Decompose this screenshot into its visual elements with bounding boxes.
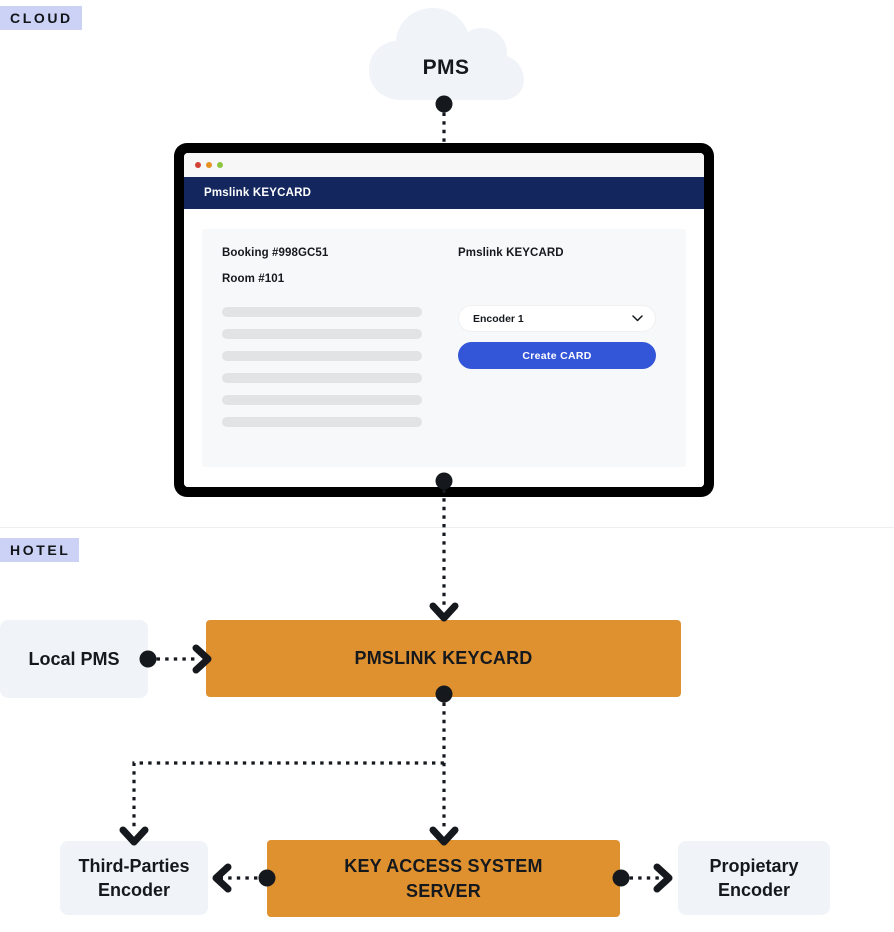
zone-badge-cloud: CLOUD [0, 6, 82, 30]
node-proprietary-encoder-line2: Encoder [717, 880, 790, 900]
skeleton-row [222, 373, 422, 383]
traffic-light-close-icon[interactable] [195, 162, 201, 168]
room-number: Room #101 [222, 273, 285, 285]
create-card-button-label: Create CARD [522, 349, 592, 362]
node-third-parties-encoder[interactable]: Third-Parties Encoder [60, 841, 208, 915]
browser-titlebar [184, 153, 704, 177]
create-card-button[interactable]: Create CARD [458, 342, 656, 369]
chevron-down-icon [632, 315, 643, 322]
node-proprietary-encoder-line1: Propietary [709, 855, 799, 876]
node-third-parties-encoder-label: Third-Parties Encoder [78, 854, 189, 903]
zone-divider [0, 527, 894, 528]
skeleton-row [222, 417, 422, 427]
monitor-frame: Pmslink KEYCARD Booking #998GC51 Room #1… [174, 143, 714, 497]
node-local-pms-label: Local PMS [28, 648, 120, 669]
browser-window: Pmslink KEYCARD Booking #998GC51 Room #1… [184, 153, 704, 487]
arrowhead-into-pmslink [429, 602, 459, 622]
node-proprietary-encoder[interactable]: Propietary Encoder [678, 841, 830, 915]
zone-badge-hotel: HOTEL [0, 538, 80, 562]
encoder-select-value: Encoder 1 [473, 312, 524, 325]
connector-pmslink-to-thirdparties [132, 761, 444, 829]
skeleton-row [222, 395, 422, 405]
app-body: Booking #998GC51 Room #101 Pmslink KEYCA… [184, 209, 704, 487]
node-proprietary-encoder-label: Propietary Encoder [709, 854, 798, 903]
node-pmslink-keycard[interactable]: PMSLINK KEYCARD [206, 620, 681, 697]
arrowhead-into-thirdparties-left [212, 863, 232, 893]
booking-number: Booking #998GC51 [222, 247, 329, 259]
skeleton-row [222, 329, 422, 339]
traffic-light-maximize-icon[interactable] [217, 162, 223, 168]
node-pmslink-keycard-label: PMSLINK KEYCARD [354, 648, 533, 669]
booking-details-panel: Booking #998GC51 Room #101 [222, 247, 454, 449]
app-header: Pmslink KEYCARD [184, 177, 704, 209]
keycard-actions-panel: Pmslink KEYCARD Encoder 1 Create CARD [454, 247, 666, 449]
node-key-access-line2: SERVER [406, 880, 481, 901]
booking-card: Booking #998GC51 Room #101 Pmslink KEYCA… [202, 229, 686, 467]
node-third-parties-encoder-line2: Encoder [97, 880, 171, 900]
cloud-icon [369, 8, 524, 100]
node-local-pms[interactable]: Local PMS [0, 620, 148, 698]
traffic-light-minimize-icon[interactable] [206, 162, 212, 168]
arrowhead-into-proprietary [653, 863, 673, 893]
app-header-title: Pmslink KEYCARD [204, 187, 312, 199]
keycard-panel-title: Pmslink KEYCARD [458, 247, 564, 259]
cloud-label: PMS [422, 56, 470, 79]
skeleton-row [222, 351, 422, 361]
node-key-access-line1: KEY ACCESS SYSTEM [344, 856, 543, 877]
skeleton-row [222, 307, 422, 317]
node-third-parties-encoder-line1: Third-Parties [78, 855, 190, 876]
node-key-access-system-server-label: KEY ACCESS SYSTEM SERVER [344, 854, 542, 903]
encoder-select[interactable]: Encoder 1 [458, 305, 656, 332]
node-key-access-system-server[interactable]: KEY ACCESS SYSTEM SERVER [267, 840, 620, 917]
